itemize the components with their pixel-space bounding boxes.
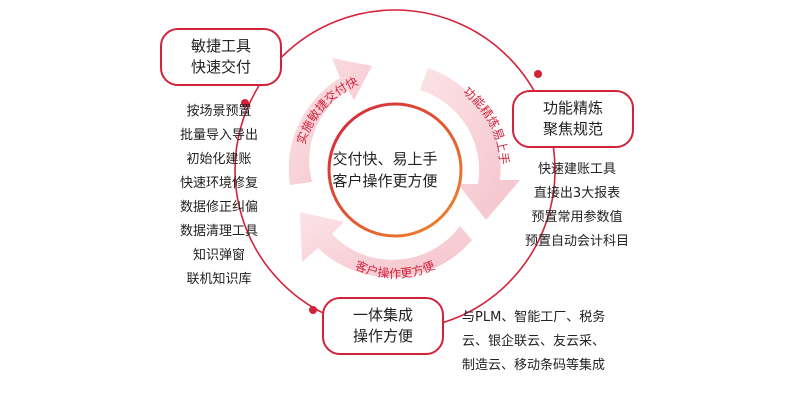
connector-dot-bottom	[309, 306, 317, 314]
node-integration: 一体集成 操作方便	[322, 297, 444, 355]
list-item: 快速环境修复	[179, 176, 258, 191]
connector-dot-top-left	[241, 99, 249, 107]
list-item: 数据清理工具	[179, 224, 258, 239]
center-label-line1: 交付快、易上手	[332, 150, 438, 168]
node-integration-line1: 一体集成	[352, 306, 413, 324]
connector-dot-right	[534, 70, 542, 78]
node-agile-tools: 敏捷工具 快速交付	[160, 28, 282, 86]
feature-list-left: 按场景预置批量导入导出初始化建账快速环境修复数据修正纠偏数据清理工具知识弹窗联机…	[160, 100, 278, 292]
node-refined-functions-line1: 功能精炼	[542, 99, 603, 117]
list-item: 与PLM、智能工厂、税务	[462, 310, 606, 325]
feature-list-bottom: 与PLM、智能工厂、税务云、银企联云、友云采、制造云、移动条码等集成	[462, 306, 642, 378]
list-item: 制造云、移动条码等集成	[462, 358, 606, 373]
node-refined-functions-line2: 聚焦规范	[542, 120, 603, 138]
list-item: 联机知识库	[186, 272, 252, 287]
node-refined-functions: 功能精炼 聚焦规范	[512, 90, 634, 148]
list-item: 数据修正纠偏	[179, 200, 258, 215]
list-item: 直接出3大报表	[533, 186, 621, 201]
center-label: 交付快、易上手 客户操作更方便	[315, 148, 455, 192]
list-item: 快速建账工具	[537, 162, 616, 177]
node-agile-tools-line1: 敏捷工具	[190, 37, 251, 55]
node-integration-line2: 操作方便	[352, 327, 413, 345]
list-item: 预置常用参数值	[531, 210, 623, 225]
list-item: 批量导入导出	[179, 128, 258, 143]
center-label-line2: 客户操作更方便	[332, 172, 438, 190]
list-item: 知识弹窗	[192, 248, 245, 263]
node-agile-tools-line2: 快速交付	[190, 58, 251, 76]
cycle-arrow-right	[420, 68, 520, 220]
list-item: 预置自动会计科目	[524, 234, 629, 249]
list-item: 初始化建账	[186, 152, 252, 167]
cycle-arrow-left	[288, 58, 372, 185]
center-ring	[327, 102, 463, 238]
feature-list-right: 快速建账工具直接出3大报表预置常用参数值预置自动会计科目	[512, 158, 642, 254]
list-item: 按场景预置	[186, 104, 252, 119]
list-item: 云、银企联云、友云采、	[462, 334, 606, 349]
cycle-arrow-bottom	[300, 212, 472, 278]
